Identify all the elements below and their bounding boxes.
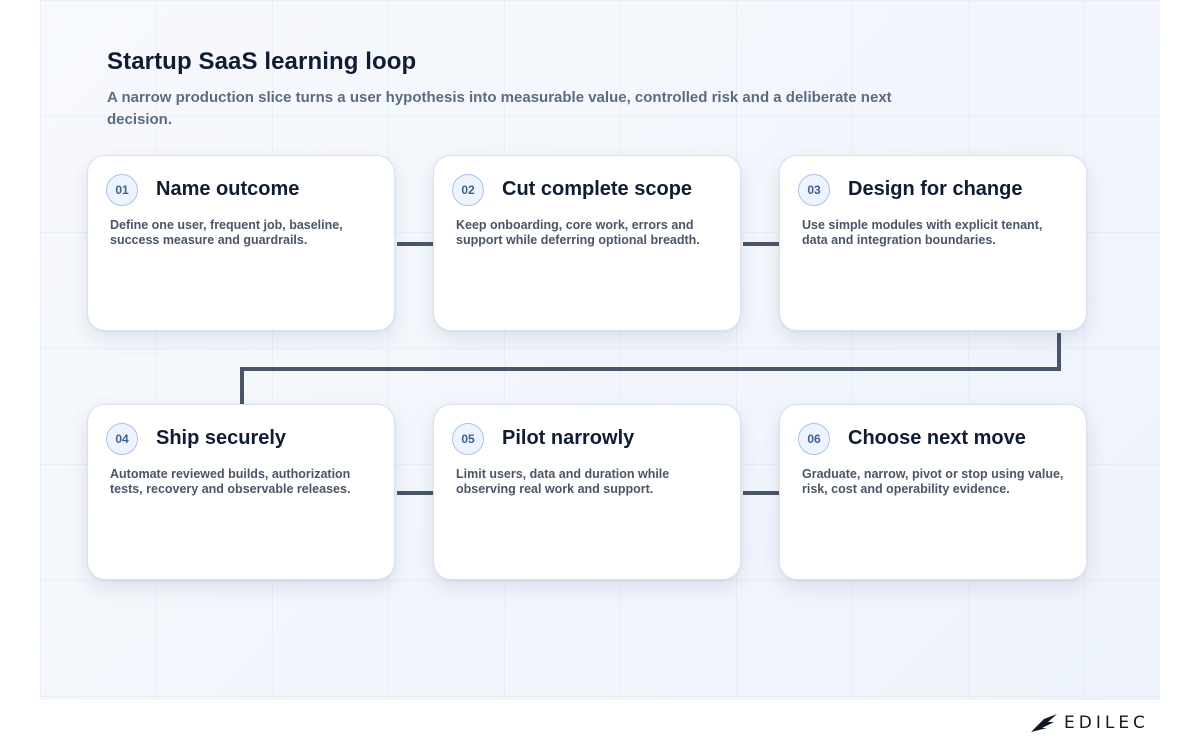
step-card-05: 05 Pilot narrowly Limit users, data and … [433, 404, 741, 580]
step-card-02: 02 Cut complete scope Keep onboarding, c… [433, 155, 741, 331]
step-description: Limit users, data and duration while obs… [456, 467, 670, 496]
step-title: Pilot narrowly [502, 427, 635, 449]
step-number-badge: 02 [452, 174, 484, 206]
step-description: Use simple modules with explicit tenant,… [802, 218, 1043, 247]
brand-logo: EDILEC [1030, 710, 1149, 736]
edilec-wing-logo-icon [1031, 714, 1057, 732]
step-title: Cut complete scope [502, 178, 693, 200]
step-title: Design for change [848, 178, 1023, 200]
step-description: Define one user, frequent job, baseline,… [110, 218, 343, 247]
step-number-badge: 04 [106, 423, 138, 455]
step-number-badge: 03 [798, 174, 830, 206]
step-card-03: 03 Design for change Use simple modules … [779, 155, 1087, 331]
brand-name: EDILEC [1064, 713, 1149, 733]
page-subtitle: A narrow production slice turns a user h… [107, 89, 892, 128]
page-title: Startup SaaS learning loop [107, 48, 417, 75]
step-title: Ship securely [156, 427, 287, 449]
step-card-01: 01 Name outcome Define one user, frequen… [87, 155, 395, 331]
step-description: Graduate, narrow, pivot or stop using va… [802, 467, 1064, 496]
step-card-06: 06 Choose next move Graduate, narrow, pi… [779, 404, 1087, 580]
step-number-badge: 05 [452, 423, 484, 455]
step-description: Automate reviewed builds, authorization … [110, 467, 351, 496]
step-title: Name outcome [156, 178, 300, 200]
step-title: Choose next move [848, 427, 1026, 449]
step-description: Keep onboarding, core work, errors and s… [456, 218, 700, 247]
step-card-04: 04 Ship securely Automate reviewed build… [87, 404, 395, 580]
step-number-badge: 01 [106, 174, 138, 206]
step-number-badge: 06 [798, 423, 830, 455]
